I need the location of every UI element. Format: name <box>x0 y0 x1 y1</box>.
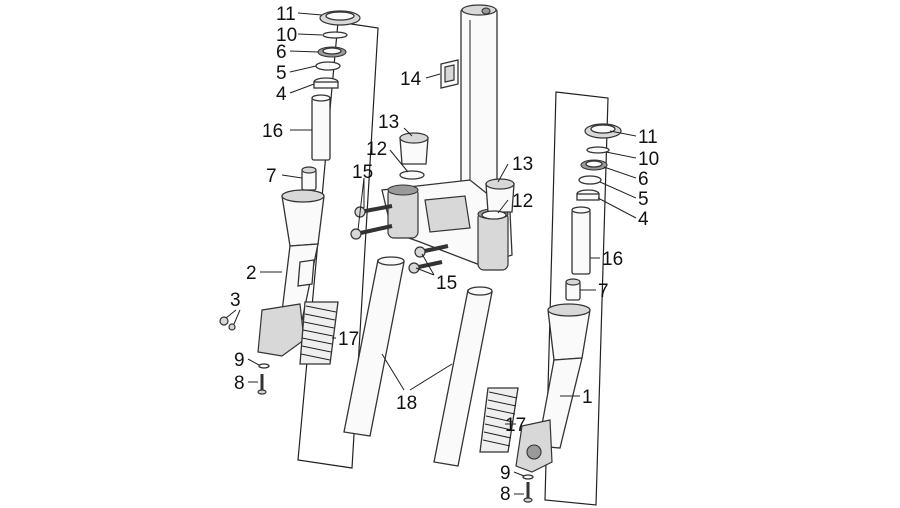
right-washer-5 <box>578 175 602 185</box>
callout-center-15a: 15 <box>352 162 373 183</box>
callout-left-7: 7 <box>266 166 277 187</box>
steering-stem <box>460 4 498 194</box>
bolts-15-top <box>350 204 393 240</box>
callout-left-16: 16 <box>262 121 283 142</box>
left-oring-10 <box>322 31 348 39</box>
callout-left-4: 4 <box>276 84 287 105</box>
right-seal-6 <box>580 159 608 171</box>
callout-left-11: 11 <box>276 4 296 25</box>
callout-center-13b: 13 <box>512 154 533 175</box>
callout-right-6: 6 <box>638 169 649 190</box>
right-spring-17 <box>479 387 519 453</box>
callout-center-15b: 15 <box>436 273 457 294</box>
callout-left-17: 17 <box>338 329 359 350</box>
callout-left-9: 9 <box>234 350 245 371</box>
callout-center-13a: 13 <box>378 112 399 133</box>
left-fork-leg-2 <box>257 189 325 357</box>
right-ring-4 <box>576 189 600 201</box>
clip-part-14 <box>440 59 459 89</box>
left-bushing-7 <box>301 166 317 191</box>
left-bolt-8 <box>257 374 267 395</box>
callout-labels: 11 10 6 5 4 16 7 2 3 9 8 17 14 13 12 15 … <box>230 4 659 505</box>
callout-left-6: 6 <box>276 42 287 63</box>
callout-right-7: 7 <box>598 281 609 302</box>
callout-right-16: 16 <box>602 249 623 270</box>
right-fork-leg-1 <box>515 303 591 473</box>
callout-right-8: 8 <box>500 484 511 505</box>
left-bolts-3 <box>219 316 236 331</box>
fork-tube-18-left <box>343 256 405 437</box>
callout-center-14: 14 <box>400 69 422 90</box>
callout-right-1: 1 <box>582 387 593 408</box>
left-washer-5 <box>315 61 341 71</box>
bushing-13-left <box>399 132 429 165</box>
callout-center-12a: 12 <box>366 139 387 160</box>
ring-12-right <box>481 210 507 220</box>
right-bushing-7 <box>565 278 581 301</box>
callout-right-5: 5 <box>638 189 649 210</box>
right-rod-16 <box>571 206 591 275</box>
left-spring-17 <box>299 301 339 365</box>
triple-clamp <box>381 179 513 271</box>
callout-right-11: 11 <box>638 127 658 148</box>
right-bolt-8 <box>523 482 533 503</box>
left-ring-4 <box>313 77 339 89</box>
fork-tube-18-right <box>433 286 493 467</box>
callout-center-12b: 12 <box>512 191 533 212</box>
callout-right-10: 10 <box>638 149 659 170</box>
leader-lines <box>225 12 637 495</box>
right-frame-outline <box>544 91 609 506</box>
callout-right-4: 4 <box>638 209 649 230</box>
left-washer-9 <box>258 363 270 369</box>
right-oring-10 <box>586 146 610 154</box>
callout-left-8: 8 <box>234 373 245 394</box>
callout-left-10: 10 <box>276 25 297 46</box>
callout-right-17: 17 <box>505 415 526 436</box>
left-rod-16 <box>311 94 331 161</box>
left-cap-11 <box>319 10 361 26</box>
callout-left-3: 3 <box>230 290 241 311</box>
callout-right-9: 9 <box>500 463 511 484</box>
callout-left-5: 5 <box>276 63 287 84</box>
bushing-13-right <box>485 178 515 213</box>
callout-center-18: 18 <box>396 393 417 414</box>
ring-12-left <box>399 170 425 180</box>
left-seal-6 <box>317 46 347 58</box>
right-washer-9 <box>522 474 534 480</box>
right-cap-11 <box>584 123 622 139</box>
callout-left-2: 2 <box>246 263 257 284</box>
